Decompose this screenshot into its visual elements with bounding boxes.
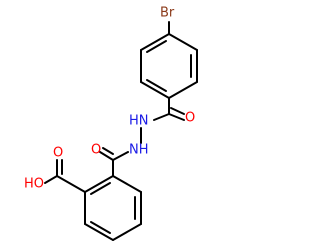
hydrazide-nh-label: HN xyxy=(129,114,149,129)
acid-oxygen-label: O xyxy=(53,146,63,161)
bond xyxy=(112,151,129,161)
bond xyxy=(168,113,185,121)
bond xyxy=(140,81,170,99)
bond xyxy=(168,33,198,51)
atom-labels: Br O HN NH O HO O xyxy=(24,6,195,192)
bonds xyxy=(44,21,198,241)
bond xyxy=(146,40,167,53)
bond xyxy=(56,175,86,193)
structure-diagram: Br O HN NH O HO O xyxy=(24,5,198,241)
carbonyl-oxygen-label: O xyxy=(91,143,101,158)
hydrazide-nh-label-2: NH xyxy=(129,143,149,158)
bond xyxy=(140,33,170,51)
bond xyxy=(90,221,111,234)
bond xyxy=(84,223,114,241)
bond xyxy=(102,147,114,155)
bond xyxy=(153,113,170,121)
bromine-atom-label: Br xyxy=(160,6,175,21)
bond xyxy=(112,223,142,241)
amide-oxygen-label: O xyxy=(185,111,195,126)
bond xyxy=(84,175,114,193)
bond xyxy=(146,79,167,92)
hydroxyl-label: HO xyxy=(24,177,44,192)
bond xyxy=(99,151,114,161)
bond xyxy=(112,175,142,193)
bond xyxy=(90,182,111,195)
bond xyxy=(44,175,58,184)
bond xyxy=(170,107,185,115)
bond xyxy=(168,81,198,99)
